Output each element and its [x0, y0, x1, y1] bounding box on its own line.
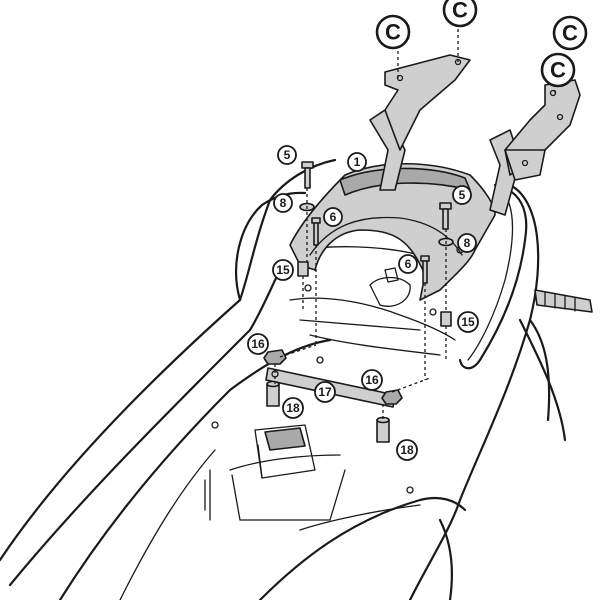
- svg-text:C: C: [562, 21, 578, 46]
- top-rack-plate-1: [289, 20, 581, 316]
- svg-text:15: 15: [461, 315, 475, 329]
- svg-text:C: C: [550, 58, 566, 83]
- svg-text:5: 5: [284, 148, 291, 162]
- svg-text:1: 1: [354, 155, 361, 169]
- callout-8-left: 8: [273, 193, 293, 213]
- svg-text:C: C: [385, 20, 401, 45]
- svg-text:8: 8: [464, 236, 471, 250]
- svg-text:16: 16: [251, 337, 265, 351]
- variant-marker-c2: C: [442, 0, 478, 28]
- fasteners: [263, 161, 454, 443]
- svg-text:5: 5: [459, 188, 466, 202]
- variant-marker-c1: C: [375, 14, 411, 50]
- svg-text:18: 18: [286, 401, 300, 415]
- svg-text:18: 18: [400, 443, 414, 457]
- callout-15-right: 15: [457, 311, 479, 333]
- svg-text:6: 6: [405, 257, 412, 271]
- callout-labels: C C C C 1 5 8 6: [247, 0, 588, 461]
- callout-18-right: 18: [396, 439, 418, 461]
- variant-marker-c4: C: [540, 52, 576, 88]
- svg-text:17: 17: [318, 385, 332, 399]
- callout-1: 1: [347, 152, 367, 172]
- callout-5-left: 5: [277, 145, 297, 165]
- svg-text:8: 8: [280, 196, 287, 210]
- svg-text:15: 15: [276, 263, 290, 277]
- callout-8-right: 8: [457, 233, 477, 253]
- svg-text:C: C: [452, 0, 468, 23]
- callout-16-left: 16: [247, 333, 269, 355]
- callout-15-left: 15: [272, 259, 294, 281]
- callout-6-left: 6: [323, 207, 343, 227]
- motorcycle-tail-section: [0, 158, 593, 600]
- callout-17: 17: [314, 381, 336, 403]
- callout-18-left: 18: [282, 397, 304, 419]
- variant-marker-c3: C: [552, 15, 588, 51]
- svg-text:16: 16: [365, 373, 379, 387]
- callout-16-right: 16: [361, 369, 383, 391]
- svg-text:6: 6: [330, 210, 337, 224]
- callout-5-right: 5: [452, 185, 472, 205]
- callout-6-right: 6: [398, 254, 418, 274]
